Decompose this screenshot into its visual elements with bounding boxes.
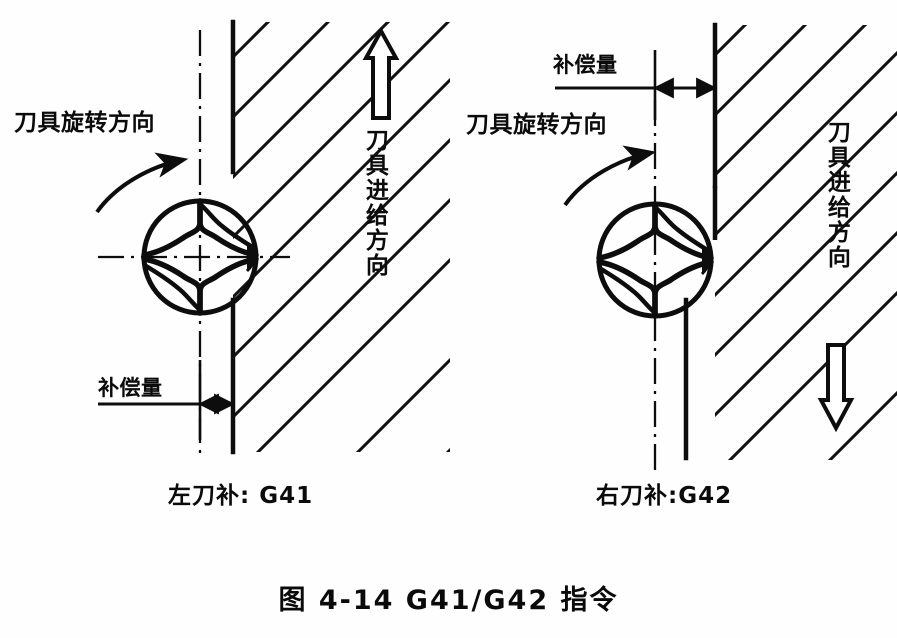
material-hatch-right [715,25,897,460]
feed-label-right: 刀具进给方向 [823,120,850,270]
figure-caption: 图 4-14 G41/G42 指令 [278,585,619,616]
compensation-label-left: 补偿量 [98,376,163,400]
panel-left-g41 [95,19,450,460]
panel-right-g42 [555,22,897,470]
rotation-label-right: 刀具旋转方向 [466,112,607,138]
feed-label-left: 刀具进给方向 [361,128,388,278]
rotation-arrow-right [563,145,657,207]
panel-caption-left: 左刀补: G41 [168,483,314,509]
cutting-edge-contact-right [700,244,712,276]
panel-caption-right: 右刀补:G42 [596,483,733,509]
feed-arrow-right [817,343,855,433]
cutting-edge-contact-left [245,241,257,273]
end-mill-flute-details-right [598,204,712,316]
material-hatch-left [233,22,450,452]
rotation-label-left: 刀具旋转方向 [14,110,155,136]
rotation-arrow-left [95,152,189,214]
end-mill-flutes-left [141,198,259,316]
feed-arrow-left [362,26,400,120]
end-mill-flute-details-left [143,201,257,313]
compensation-label-right: 补偿量 [553,53,618,77]
end-mill-flutes-right [596,201,714,319]
